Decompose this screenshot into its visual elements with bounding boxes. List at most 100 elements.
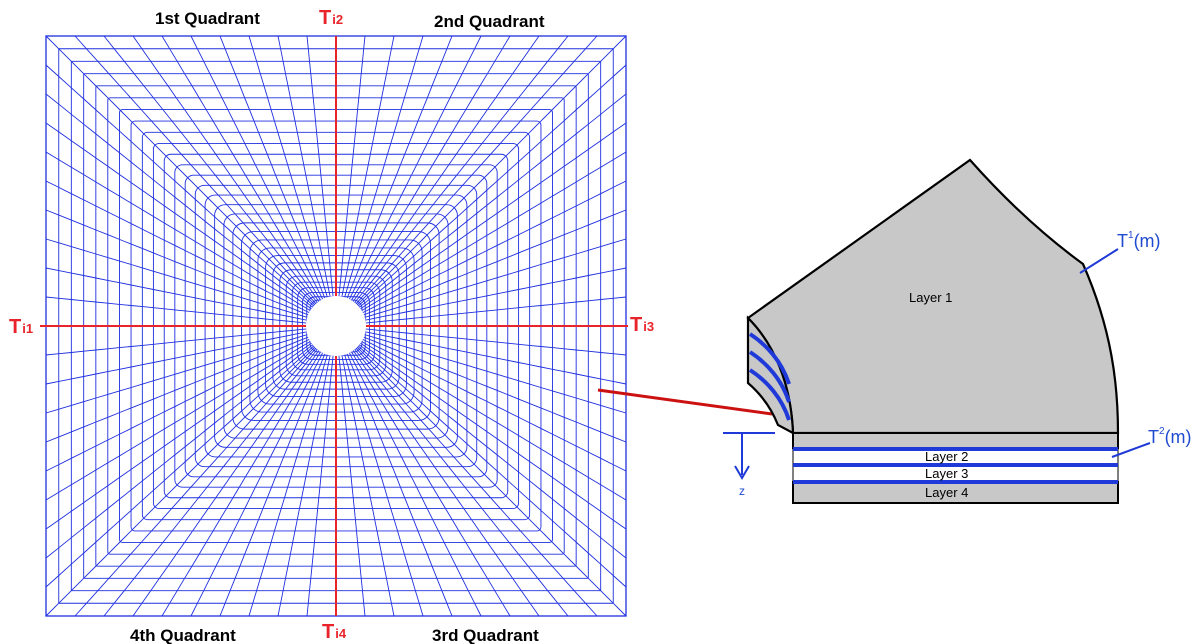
mesh-spoke: [45, 93, 318, 312]
mesh-spoke: [74, 35, 321, 309]
layer-1-band: [792, 432, 1119, 449]
mesh-spoke: [337, 35, 366, 303]
mesh-spoke: [351, 343, 598, 617]
mesh-spoke: [356, 151, 627, 315]
mesh-spoke: [248, 35, 330, 304]
mesh-spoke: [306, 35, 335, 303]
mesh-spoke: [355, 122, 627, 313]
mesh-spoke: [346, 347, 482, 617]
mesh-spoke: [190, 347, 326, 617]
mesh-spoke: [358, 334, 627, 443]
quadrant-2-label: 2nd Quadrant: [434, 12, 545, 31]
mesh-spoke: [354, 340, 627, 559]
mesh-spoke: [337, 349, 366, 617]
mesh-spoke: [344, 35, 453, 304]
mesh-spoke: [342, 35, 424, 304]
mesh-spoke: [74, 343, 321, 617]
mesh-spoke: [350, 35, 569, 308]
front-interface-2: [748, 350, 791, 403]
mesh-spoke: [132, 35, 323, 307]
mesh-spoke: [357, 336, 627, 472]
temp-label-top: Ti2: [319, 7, 343, 29]
layer-2-label: Layer 2: [925, 449, 968, 464]
mesh-spoke: [219, 35, 328, 304]
front-interface-3: [748, 368, 791, 421]
mesh-spoke: [190, 35, 326, 305]
quadrant-3-label: 3rd Quadrant: [432, 626, 539, 644]
temp-label-bottom: Ti4: [322, 621, 347, 643]
mesh-spoke: [45, 267, 313, 322]
mesh-spoke: [340, 35, 395, 303]
mesh-spoke: [45, 64, 319, 311]
mesh-spoke: [359, 296, 627, 325]
central-hole: [306, 296, 366, 356]
z-axis-label: z: [739, 484, 745, 498]
mesh-spoke: [358, 209, 627, 318]
mesh-spoke: [351, 35, 598, 309]
mesh-spoke: [344, 348, 453, 617]
mesh-spoke: [340, 349, 395, 617]
mesh-spoke: [277, 35, 332, 303]
t2-leader-line: [1111, 442, 1151, 458]
mesh-spoke: [358, 332, 627, 414]
mesh-spoke: [359, 267, 627, 322]
mesh-spoke: [45, 337, 316, 501]
temp-label-left: Ti1: [9, 316, 33, 338]
mesh-spoke: [349, 35, 540, 307]
mesh-spoke: [45, 339, 317, 530]
t1-leader-line: [1079, 248, 1119, 274]
layer-3-label: Layer 3: [925, 466, 968, 481]
temp-label-right: Ti3: [630, 314, 654, 336]
layer-cross-section: Layer 1 Layer 2 Layer 3 Layer 4 T1(m) T2…: [723, 158, 1192, 504]
z-arrow-head: [734, 465, 750, 480]
quadrant-1-label: 1st Quadrant: [155, 9, 260, 28]
mesh-spoke: [346, 35, 482, 305]
layer-4-label: Layer 4: [925, 485, 968, 500]
mesh-spoke: [132, 345, 323, 617]
mesh-spoke: [359, 327, 627, 356]
mesh-spoke: [356, 337, 627, 501]
mesh-spoke: [45, 296, 313, 325]
mesh-spoke: [103, 35, 322, 308]
t2-label: T2(m): [1148, 426, 1192, 447]
mesh-spoke: [248, 348, 330, 617]
mesh-spoke: [349, 345, 540, 617]
mesh-spoke: [45, 327, 313, 356]
mesh-spoke: [45, 209, 314, 318]
mesh-spoke: [354, 93, 627, 312]
mesh-spoke: [45, 336, 315, 472]
mesh-spoke: [45, 35, 320, 310]
mesh-spoke: [342, 348, 424, 617]
mesh-spoke: [219, 348, 328, 617]
layer-1-label: Layer 1: [909, 290, 952, 305]
mesh-spoke: [45, 342, 320, 617]
mesh-spoke: [357, 180, 627, 316]
mesh-spoke: [45, 332, 314, 414]
quadrant-4-label: 4th Quadrant: [130, 626, 236, 644]
mesh-spoke: [358, 238, 627, 320]
mesh-spoke: [45, 238, 314, 320]
mesh-spoke: [45, 334, 314, 443]
mesh-spoke: [45, 180, 315, 316]
connector-line: [597, 388, 773, 416]
front-interface-1: [748, 332, 791, 385]
mesh-spoke: [347, 35, 511, 306]
t1-label: T1(m): [1117, 230, 1161, 251]
mesh-spoke: [161, 346, 325, 617]
mesh-spoke: [45, 151, 316, 315]
mesh-spoke: [353, 64, 627, 311]
mesh-spoke: [161, 35, 325, 306]
mesh-spoke: [45, 330, 313, 385]
mesh-spoke: [352, 35, 627, 310]
mesh-spoke: [103, 344, 322, 617]
mesh-spoke: [277, 349, 332, 617]
mesh-spoke: [45, 340, 318, 559]
mesh-spoke: [45, 122, 317, 313]
mesh-spoke: [352, 342, 627, 617]
mesh-spoke: [350, 344, 569, 617]
mesh-spoke: [359, 330, 627, 385]
mesh-spoke: [306, 349, 335, 617]
mesh-spoke: [45, 341, 319, 588]
mesh-spoke: [347, 346, 511, 617]
